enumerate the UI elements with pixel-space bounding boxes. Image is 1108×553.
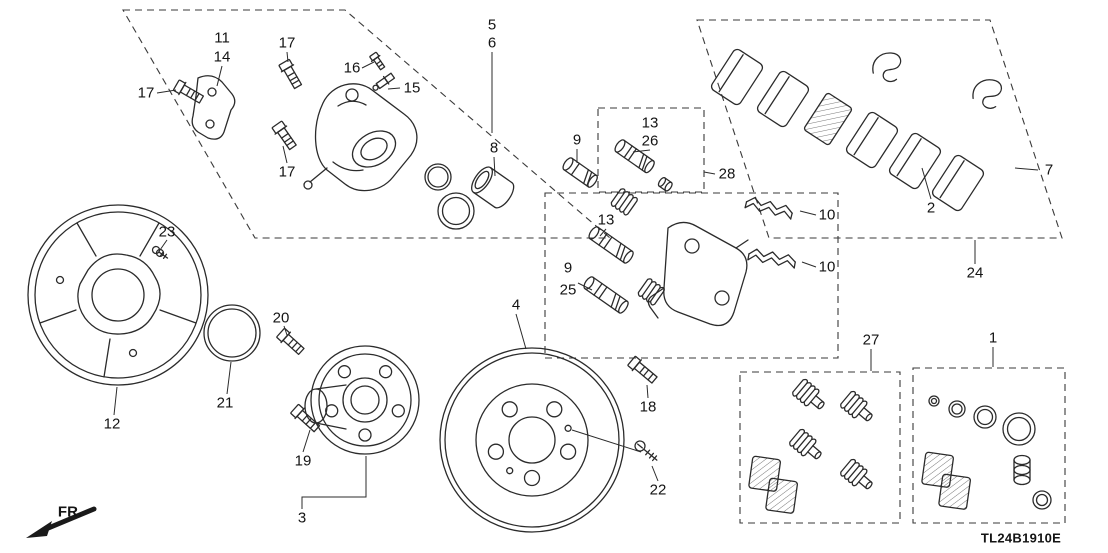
callout-12: 12 [103,415,121,433]
piston-seal-ring [424,163,452,191]
seal-kit-contents [921,395,1052,510]
fr-direction-arrow [26,506,97,538]
pin-kit-box [739,371,901,524]
callout-19: 19 [294,452,312,470]
bleeder-screw [372,72,396,91]
callout-10-upper: 10 [818,206,836,224]
pin-grommet [657,177,673,192]
callout-18: 18 [639,398,657,416]
seal-kit-box [912,367,1066,524]
callout-17-left: 17 [137,84,155,102]
callout-23: 23 [158,223,176,241]
wear-indicator-clip-1 [872,52,902,83]
caliper-group-box [122,9,612,239]
wear-indicator-clip-2 [972,79,1003,109]
mount-bolt-17-left [172,79,205,104]
caliper-carrier-bracket [647,221,749,327]
callout-14: 14 [213,48,231,66]
callout-20: 20 [272,309,290,327]
brake-pad-set [710,48,1003,212]
hub-bearing-assembly [304,345,420,455]
pad-retainer-clip-lower [747,248,796,269]
pin-boot-set-box [597,107,705,193]
callout-17-top: 17 [278,34,296,52]
callout-6: 6 [487,34,497,52]
callout-13-lower: 13 [597,211,615,229]
callout-22: 22 [649,481,667,499]
callout-28: 28 [718,165,736,183]
pad-kit-box [696,19,1063,239]
hub-bolt-19 [290,403,321,433]
callout-9-upper: 9 [572,131,582,149]
backing-plate [27,204,209,386]
pad-shim-hatched [803,92,853,146]
bracket-group-box [544,192,839,359]
callout-15: 15 [403,79,421,97]
mount-bolt-17-top [278,58,303,90]
o-ring [203,304,261,362]
brake-disc [439,347,625,533]
bracket-bolt-18 [627,355,658,384]
callout-1: 1 [988,329,998,347]
fr-direction-label: FR. [57,503,83,521]
guide-pin-13-lower [588,226,634,264]
caliper-body [303,83,418,192]
plate-screw [151,245,169,260]
piston-boot-ring [437,192,475,230]
callout-3: 3 [297,509,307,527]
callout-11: 11 [214,29,230,47]
callout-9-lower: 9 [563,259,573,277]
callout-2: 2 [926,199,936,217]
callout-27: 27 [862,331,880,349]
disc-set-screw [634,440,658,462]
callout-26: 26 [641,132,659,150]
callout-13-upper: 13 [641,114,659,132]
pin-boot-lower [637,278,665,306]
callout-21: 21 [216,394,234,412]
guide-pin-9-upper [562,157,598,188]
callout-17-mid: 17 [278,163,296,181]
hub-bolt-20 [276,327,305,356]
guide-pin-13-26 [614,139,655,174]
hose-bracket [191,75,236,140]
pin-kit-contents [748,378,873,514]
mount-bolt-17-mid [271,120,297,151]
guide-pin-9-25 [583,276,629,314]
callout-4: 4 [511,296,521,314]
callout-5: 5 [487,16,497,34]
callout-24: 24 [966,264,984,282]
callout-7: 7 [1044,161,1054,179]
bolt-16 [369,51,386,71]
callout-10-lower: 10 [818,258,836,276]
pad-retainer-clip-upper [744,197,793,220]
pin-boot-upper [610,188,638,216]
callout-25: 25 [559,281,577,299]
callout-8: 8 [489,139,499,157]
group-boxes [122,9,1066,524]
caliper-piston [471,166,515,209]
diagram-code: TL24B1910E [980,530,1062,546]
callout-16: 16 [343,59,361,77]
leader-lines [113,51,1039,509]
